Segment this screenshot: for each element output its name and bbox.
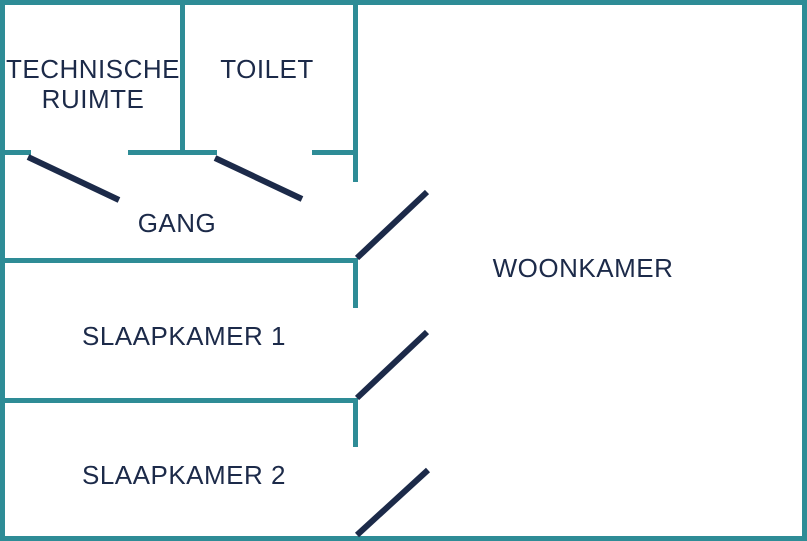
door-swing-slaapkamer2: [354, 467, 431, 538]
wall-technische-ruimte-gang-left: [0, 150, 31, 155]
door-swing-technische-ruimte: [26, 154, 121, 203]
room-label-slaapkamer-2: SLAAPKAMER 2: [82, 460, 286, 490]
door-swing-slaapkamer1: [354, 329, 430, 401]
wall-technische-ruimte-toilet: [180, 0, 185, 155]
wall-outer-left: [0, 0, 5, 541]
wall-outer-bottom: [0, 536, 807, 541]
wall-toilet-gang-right: [312, 150, 358, 155]
room-label-technische-ruimte: TECHNISCHE RUIMTE: [6, 54, 180, 114]
room-label-technische-ruimte-line1: TECHNISCHE: [5, 54, 181, 84]
door-swing-toilet: [213, 155, 304, 202]
door-swing-gang-woonkamer: [354, 189, 430, 261]
wall-top-rooms-gang-middle: [128, 150, 217, 155]
room-label-toilet: TOILET: [220, 54, 314, 84]
wall-slaapkamer2-woonkamer-stub: [353, 398, 358, 447]
room-label-slaapkamer-1: SLAAPKAMER 1: [82, 321, 286, 351]
wall-outer-top: [0, 0, 807, 5]
wall-outer-right: [802, 0, 807, 541]
wall-slaapkamer1-slaapkamer2: [0, 398, 358, 403]
wall-toilet-woonkamer: [353, 0, 358, 182]
room-label-technische-ruimte-line2: RUIMTE: [41, 84, 145, 114]
wall-gang-slaapkamer1: [0, 258, 358, 263]
room-label-woonkamer: WOONKAMER: [492, 253, 674, 283]
room-label-gang: GANG: [137, 208, 217, 238]
wall-slaapkamer1-woonkamer-stub: [353, 258, 358, 308]
